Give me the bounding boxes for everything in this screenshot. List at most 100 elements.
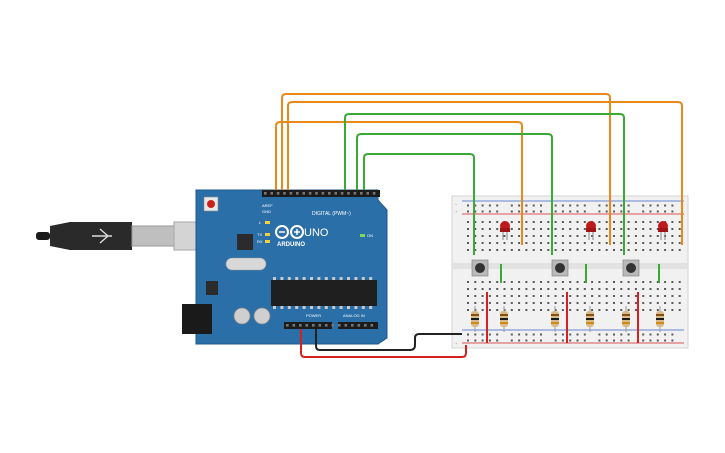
led-1[interactable] [500,221,510,240]
breadboard-hole [627,309,630,311]
breadboard-hole [496,235,499,237]
breadboard-hole [510,221,513,223]
wire-orange-3[interactable] [287,101,683,245]
breadboard-hole [591,295,594,297]
breadboard-hole [518,302,521,304]
breadboard-hole [634,228,637,230]
board-pcb [195,189,388,345]
resistor-2[interactable] [500,306,508,332]
chip-pin [310,306,313,309]
breadboard-hole [547,249,550,251]
reset-button-cap[interactable] [207,200,215,208]
header-pin [334,192,337,195]
breadboard-hole [481,281,484,283]
breadboard-hole [510,288,513,290]
breadboard-hole [613,333,615,336]
breadboard-hole [496,309,499,311]
breadboard-hole [518,228,521,230]
breadboard[interactable]: − + − + [451,195,689,349]
resistor-1[interactable] [471,306,479,332]
wire-black-gnd[interactable] [315,329,462,351]
breadboard-hole [474,295,477,297]
header-pin [302,192,305,195]
pushbutton-3[interactable] [622,259,640,277]
wire-green-3[interactable] [363,153,475,255]
power-jack[interactable] [182,304,212,334]
breadboard-hole [496,228,499,230]
chip-pin [361,306,365,309]
atmega-chip [271,280,377,306]
breadboard-hole [598,339,601,342]
resistor-4[interactable] [586,306,594,332]
chip-pin [324,277,328,280]
pushbutton-2[interactable] [551,259,569,277]
breadboard-hole [525,309,528,311]
header-pin [344,324,348,327]
rail-minus-top: − [455,202,458,207]
resistor-5[interactable] [622,306,630,332]
breadboard-hole [678,221,681,223]
breadboard-hole [620,281,623,283]
breadboard-hole [634,288,637,290]
chip-pin [361,277,365,280]
header-pin [357,324,361,327]
breadboard-hole [474,288,477,290]
header-pin [351,324,354,327]
board-model: UNO [304,227,329,239]
breadboard-hole [576,288,579,290]
analog-label: ANALOG IN [343,313,365,318]
breadboard-hole [554,242,557,244]
breadboard-hole [540,339,542,342]
breadboard-hole [467,302,469,304]
chip-pin [287,306,291,309]
breadboard-hole [467,228,469,230]
breadboard-hole [627,228,630,230]
breadboard-hole [496,339,499,342]
breadboard-hole [467,339,469,342]
breadboard-hole [554,309,557,311]
breadboard-hole [532,295,535,297]
breadboard-hole [671,333,674,336]
led-2[interactable] [586,221,596,240]
breadboard-hole [678,295,681,297]
header-pin [370,324,374,327]
led-3[interactable] [658,221,668,240]
breadboard-hole [467,242,469,244]
chip-pin [339,277,343,280]
breadboard-hole [598,295,601,297]
breadboard-hole [540,302,542,304]
breadboard-hole [598,235,601,237]
breadboard-hole [474,281,477,283]
usb-cable-end [36,232,50,240]
breadboard-hole [671,295,674,297]
breadboard-hole [569,221,572,223]
breadboard-hole [678,235,681,237]
wire-orange-1[interactable] [275,121,523,245]
breadboard-hole [598,221,601,223]
breadboard-hole [613,281,615,283]
chip-pin [302,306,306,309]
breadboard-hole [481,302,484,304]
breadboard-hole [518,221,521,223]
breadboard-hole [591,309,594,311]
wire-green-2[interactable] [356,133,553,255]
wire-green-1[interactable] [344,113,625,255]
wire-red-5v[interactable] [300,329,467,358]
arduino-board[interactable]: AREF GND DIGITAL (PWM~) L TX RX ON UNO A… [182,189,388,345]
wire-orange-2[interactable] [281,93,611,245]
voltage-regulator [206,281,218,295]
header-pin [366,192,369,195]
breadboard-hole [656,204,659,207]
breadboard-hole [656,281,659,283]
breadboard-hole [561,295,564,297]
resistor-6[interactable] [656,306,664,332]
breadboard-hole [518,235,521,237]
breadboard-hole [488,242,491,244]
breadboard-hole [540,249,542,251]
header-pin [264,192,267,195]
breadboard-components [471,221,668,332]
breadboard-hole [540,288,542,290]
pushbutton-1[interactable] [471,259,489,277]
resistor-3[interactable] [551,306,559,332]
breadboard-hole [540,228,542,230]
